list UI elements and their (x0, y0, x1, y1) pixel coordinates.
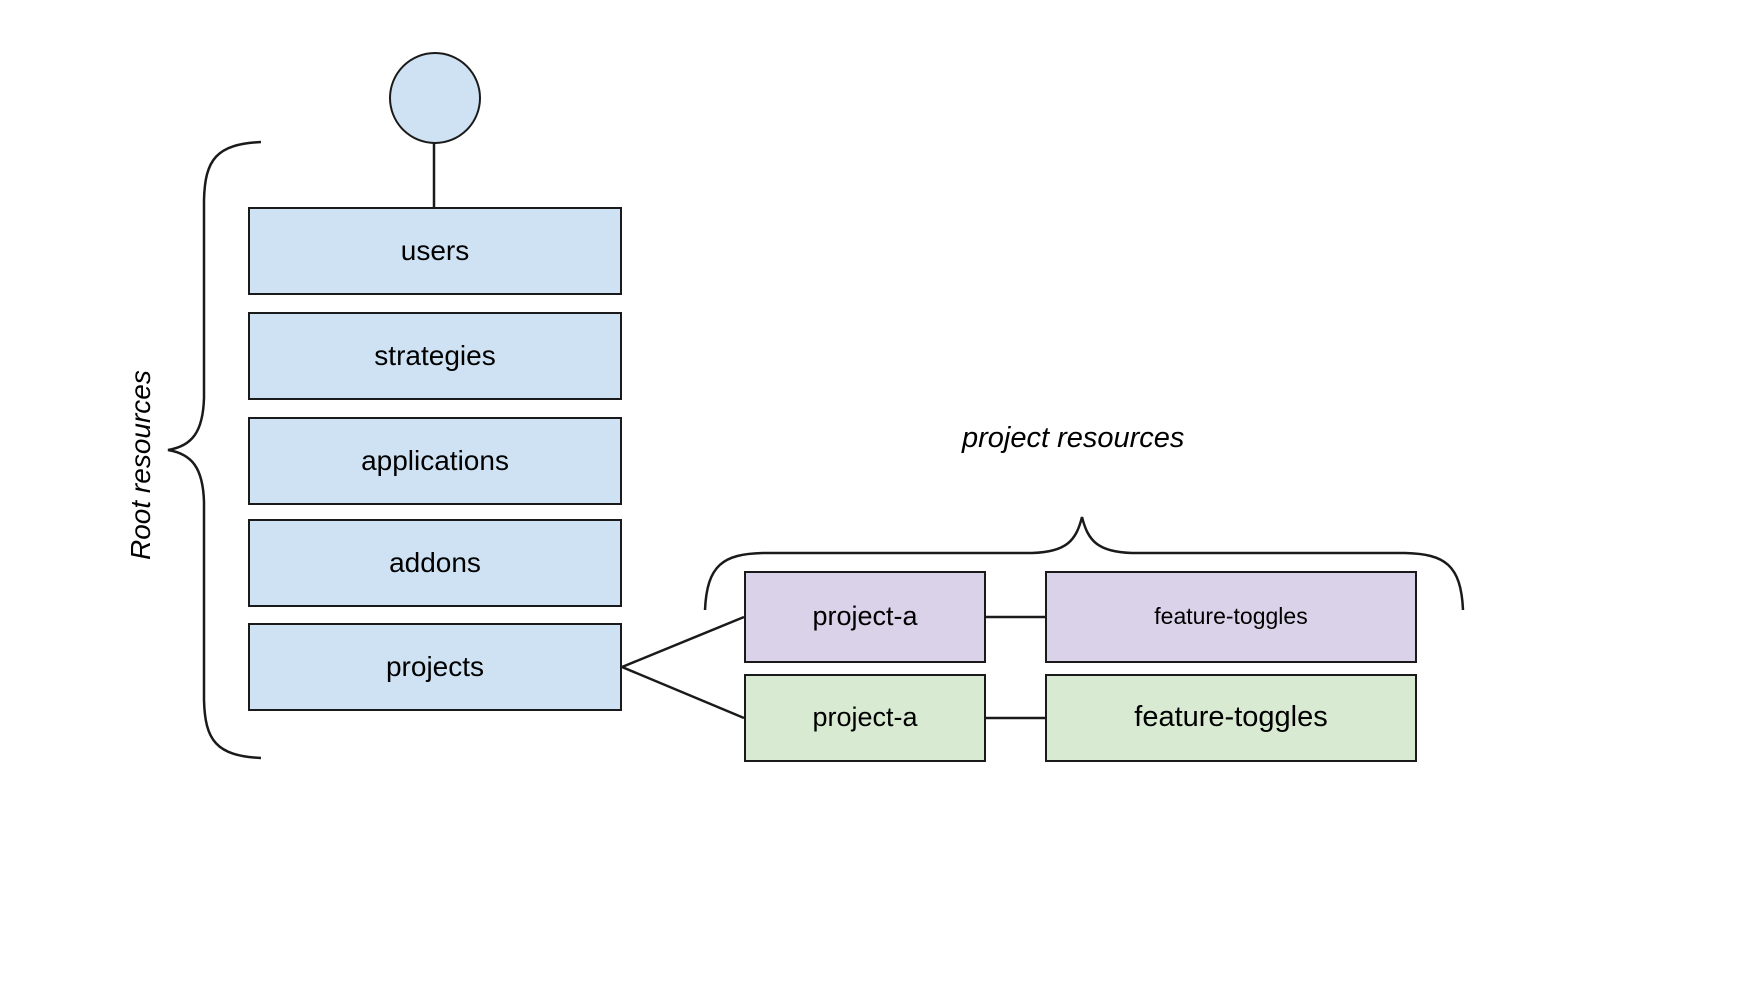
node-feature-toggles-green[interactable]: feature-toggles (1045, 674, 1417, 762)
node-project-a-purple[interactable]: project-a (744, 571, 986, 663)
node-strategies-label: strategies (374, 339, 496, 371)
edge-projects-to-project-a-purple (621, 615, 745, 669)
node-project-a-green-label: project-a (812, 702, 918, 733)
root-circle-node[interactable] (389, 52, 481, 144)
project-resources-annotation: project resources (962, 422, 1185, 454)
edge-projects-to-project-a-green (621, 665, 745, 720)
node-feature-toggles-purple[interactable]: feature-toggles (1045, 571, 1417, 663)
node-applications-label: applications (361, 444, 509, 476)
node-strategies[interactable]: strategies (248, 312, 622, 400)
node-project-a-green[interactable]: project-a (744, 674, 986, 762)
node-feature-toggles-green-label: feature-toggles (1134, 701, 1328, 734)
node-applications[interactable]: applications (248, 417, 622, 505)
node-addons-label: addons (389, 546, 481, 578)
node-users[interactable]: users (248, 207, 622, 295)
node-feature-toggles-purple-label: feature-toggles (1154, 603, 1308, 630)
node-projects-label: projects (385, 650, 485, 682)
node-addons[interactable]: addons (248, 519, 622, 607)
node-projects[interactable]: projects (248, 623, 622, 711)
root-resources-annotation: Root resources (125, 370, 156, 560)
node-users-label: users (400, 234, 470, 266)
node-project-a-purple-label: project-a (812, 601, 918, 632)
